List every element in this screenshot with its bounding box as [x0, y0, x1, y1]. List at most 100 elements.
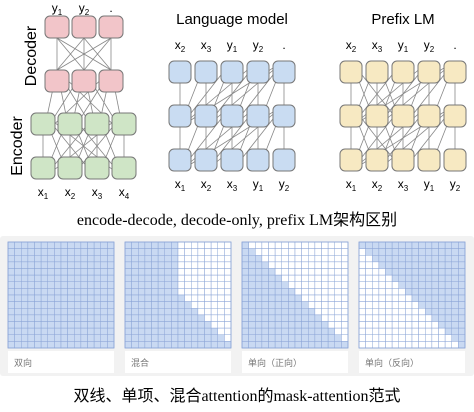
mask-cell	[54, 334, 62, 342]
mask-cell	[138, 334, 146, 342]
mask-cell	[93, 288, 101, 296]
mask-label-box	[359, 351, 465, 373]
mask-cell	[14, 288, 22, 296]
mask-cell	[451, 341, 459, 349]
mask-cell	[204, 241, 212, 249]
mask-cell	[197, 314, 205, 322]
mask-cell	[385, 314, 393, 322]
mask-cell	[391, 248, 399, 256]
connection-line	[83, 37, 112, 71]
layer-node	[365, 148, 389, 172]
diagram-title: Language model	[176, 11, 288, 28]
decoder-node	[71, 15, 97, 39]
mask-cell	[157, 308, 165, 316]
mask-cell	[80, 248, 88, 256]
mask-cell	[171, 341, 179, 349]
mask-cell	[34, 308, 42, 316]
mask-cell	[372, 281, 380, 289]
mask-cell	[321, 248, 329, 256]
mask-cell	[124, 341, 132, 349]
mask-cell	[391, 334, 399, 342]
mask-cell	[458, 294, 466, 302]
mask-cell	[241, 288, 249, 296]
mask-cell	[34, 301, 42, 309]
mask-cell	[255, 281, 263, 289]
mask-cell	[314, 261, 322, 269]
mask-cell	[67, 301, 75, 309]
mask-cell	[391, 327, 399, 335]
mask-cell	[431, 321, 439, 329]
layer-node	[391, 148, 415, 172]
mask-cell	[451, 261, 459, 269]
mask-cell	[60, 327, 68, 335]
mask-cell	[398, 334, 406, 342]
mask-cell	[327, 288, 335, 296]
connection-line	[350, 60, 430, 128]
mask-cell	[241, 241, 249, 249]
layer-node	[417, 60, 441, 84]
mask-cell	[67, 261, 75, 269]
layer-node	[220, 148, 244, 172]
mask-cell	[431, 248, 439, 256]
mask-cell	[100, 248, 108, 256]
mask-cell	[334, 241, 342, 249]
mask-cell	[248, 241, 256, 249]
mask-cell	[438, 334, 446, 342]
mask-cell	[378, 327, 386, 335]
mask-cell	[274, 288, 282, 296]
mask-cell	[21, 321, 29, 329]
mask-cell	[87, 268, 95, 276]
mask-cell	[372, 341, 380, 349]
mask-cell	[358, 261, 366, 269]
mask-cell	[217, 268, 225, 276]
mask-cell	[358, 294, 366, 302]
mask-cell	[268, 255, 276, 263]
mask-cell	[268, 301, 276, 309]
connection-line	[56, 37, 85, 71]
mask-cell	[164, 248, 172, 256]
mask-cell	[131, 314, 139, 322]
mask-cell	[107, 321, 115, 329]
mask-cell	[274, 308, 282, 316]
mask-cell	[144, 274, 152, 282]
layer-node	[220, 60, 244, 84]
mask-cell	[327, 274, 335, 282]
mask-cell	[248, 294, 256, 302]
mask-cell	[80, 321, 88, 329]
mask-cell	[7, 281, 15, 289]
mask-cell	[308, 255, 316, 263]
mask-cell	[341, 274, 349, 282]
mask-cell	[144, 321, 152, 329]
mask-cell	[268, 241, 276, 249]
mask-cell	[204, 308, 212, 316]
mask-cell	[411, 314, 419, 322]
mask-cell	[177, 261, 185, 269]
mask-cell	[378, 255, 386, 263]
mask-cell	[197, 261, 205, 269]
mask-cell	[210, 314, 218, 322]
mask-cell	[93, 341, 101, 349]
mask-cell	[197, 241, 205, 249]
mask-cell	[248, 268, 256, 276]
mask-cell	[210, 281, 218, 289]
connection-line	[350, 104, 430, 172]
mask-cell	[314, 255, 322, 263]
mask-cell	[27, 288, 35, 296]
mask-cell	[144, 327, 152, 335]
encoder-node	[111, 112, 137, 136]
mask-cell	[47, 241, 55, 249]
layer-node	[194, 104, 218, 128]
output-token: x2	[175, 38, 186, 54]
mask-cell	[34, 288, 42, 296]
mask-cell	[124, 334, 132, 342]
layer-node	[246, 60, 270, 84]
mask-cell	[405, 255, 413, 263]
mask-cell	[124, 321, 132, 329]
mask-cell	[164, 321, 172, 329]
mask-cell	[40, 301, 48, 309]
mask-cell	[34, 248, 42, 256]
mask-cell	[74, 255, 82, 263]
mask-cell	[372, 294, 380, 302]
mask-cell	[138, 314, 146, 322]
mask-cell	[14, 294, 22, 302]
